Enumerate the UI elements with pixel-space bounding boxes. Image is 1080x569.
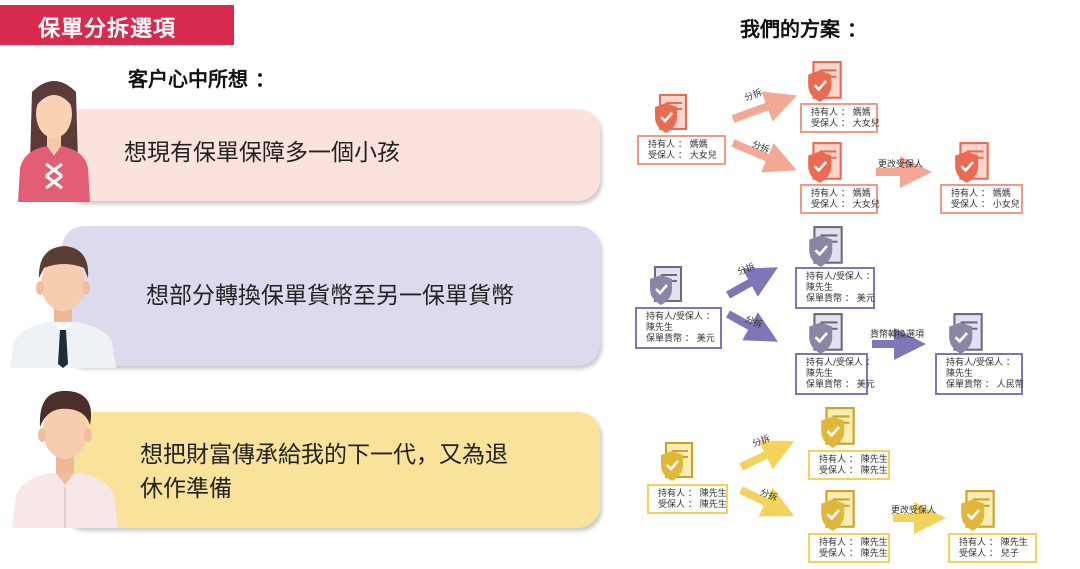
thought-bubble-1: 想現有保單保障多一個小孩 [62,109,600,201]
s1-source-holder: 持有人 ： 媽媽 [648,140,708,150]
s1-bottom-box: 持有人 ： 媽媽 受保人 ： 大女兒 [800,184,880,214]
s1-bottom-holder: 持有人 ： 媽媽 [811,189,871,199]
s3-bottom-holder: 持有人 ： 陳先生 [819,538,888,548]
s1-top-box: 持有人 ： 媽媽 受保人 ： 大女兒 [800,103,880,133]
s1-source-insured: 受保人 ： 大女兒 [648,151,717,161]
policy-doc-icon [808,142,842,183]
s1-result-box: 持有人 ： 媽媽 受保人 ： 小女兒 [940,184,1023,214]
man-tie-avatar-icon [10,246,116,368]
s3-top-insured: 受保人 ： 陳先生 [819,466,888,476]
policy-doc-icon [655,94,687,133]
thought-text-1: 想現有保單保障多一個小孩 [124,140,400,166]
s3-top-box: 持有人 ： 陳先生 受保人 ： 陳先生 [808,450,890,480]
thought-text-3b: 休作準備 [140,476,232,502]
s3-top-holder: 持有人 ： 陳先生 [819,455,888,465]
s2-action-label: 貨幣轉換選項 [870,330,925,340]
thought-bubble-2: 想部分轉換保單貨幣至另一保單貨幣 [62,226,600,366]
s1-result-insured: 受保人 ： 小女兒 [951,200,1020,210]
s2-top-holder: 持有人/受保人 ： [806,272,875,282]
s2-top-name: 陳先生 [806,283,834,293]
s1-top-insured: 受保人 ： 大女兒 [811,119,880,129]
s3-result-holder: 持有人 ： 陳先生 [959,538,1028,548]
s1-result-holder: 持有人 ： 媽媽 [951,189,1011,199]
s2-source-box: 持有人/受保人 ： 陳先生 保單貨幣 ： 美元 [635,307,722,349]
policy-doc-icon [961,490,995,531]
s2-result-holder: 持有人/受保人 ： [946,358,1015,368]
policy-doc-icon [809,226,843,267]
s2-result-box: 持有人/受保人 ： 陳先生 保單貨幣 ： 人民幣 [935,353,1024,395]
woman-avatar-icon [18,81,90,202]
policy-doc-icon [955,142,989,183]
s2-source-name: 陳先生 [646,323,674,333]
title-banner: 保單分拆選項 [0,5,234,45]
s3-result-insured: 受保人 ： 兒子 [959,549,1019,559]
s3-source-box: 持有人 ： 陳先生 受保人 ： 陳先生 [647,484,728,514]
thought-bubble-3: 想把財富傳承給我的下一代，又為退 休作準備 [62,412,600,528]
s3-action-label: 更改受保人 [891,506,937,516]
banner-title: 保單分拆選項 [38,17,177,42]
s2-source-holder: 持有人/受保人 ： [646,312,715,322]
s3-bottom-insured: 受保人 ： 陳先生 [819,549,888,559]
policy-doc-icon [808,61,842,102]
s2-result-name: 陳先生 [946,369,974,379]
s2-result-currency: 保單貨幣 ： 人民幣 [946,380,1024,390]
right-heading: 我們的方案 ： [740,17,867,41]
s2-bottom-name: 陳先生 [806,369,834,379]
s3-source-holder: 持有人 ： 陳先生 [658,489,727,499]
policy-doc-icon [650,266,682,305]
policy-doc-icon [809,313,843,354]
s2-source-currency: 保單貨幣 ： 美元 [646,334,715,344]
s3-source-insured: 受保人 ： 陳先生 [658,500,727,510]
s2-top-box: 持有人/受保人 ： 陳先生 保單貨幣 ： 美元 [795,267,875,309]
s1-bottom-insured: 受保人 ： 大女兒 [811,200,880,210]
policy-doc-icon [949,313,983,354]
man-avatar-icon [12,390,118,528]
s3-result-box: 持有人 ： 陳先生 受保人 ： 兒子 [948,533,1037,563]
thought-text-3a: 想把財富傳承給我的下一代，又為退 [140,442,508,468]
policy-doc-icon [821,490,855,531]
s2-bottom-holder: 持有人/受保人 ： [806,358,875,368]
left-heading: 客户心中所想 ： [128,67,275,91]
policy-doc-icon [821,407,855,448]
s1-source-box: 持有人 ： 媽媽 受保人 ： 大女兒 [637,135,726,165]
thought-text-2: 想部分轉換保單貨幣至另一保單貨幣 [146,283,514,309]
s2-bottom-box: 持有人/受保人 ： 陳先生 保單貨幣 ： 美元 [795,353,875,395]
s1-action-label: 更改受保人 [878,160,924,170]
s3-bottom-box: 持有人 ： 陳先生 受保人 ： 陳先生 [808,533,890,563]
s1-top-holder: 持有人 ： 媽媽 [811,108,871,118]
s2-top-currency: 保單貨幣 ： 美元 [806,294,875,304]
policy-doc-icon [661,442,693,481]
s2-bottom-currency: 保單貨幣 ： 美元 [806,380,875,390]
